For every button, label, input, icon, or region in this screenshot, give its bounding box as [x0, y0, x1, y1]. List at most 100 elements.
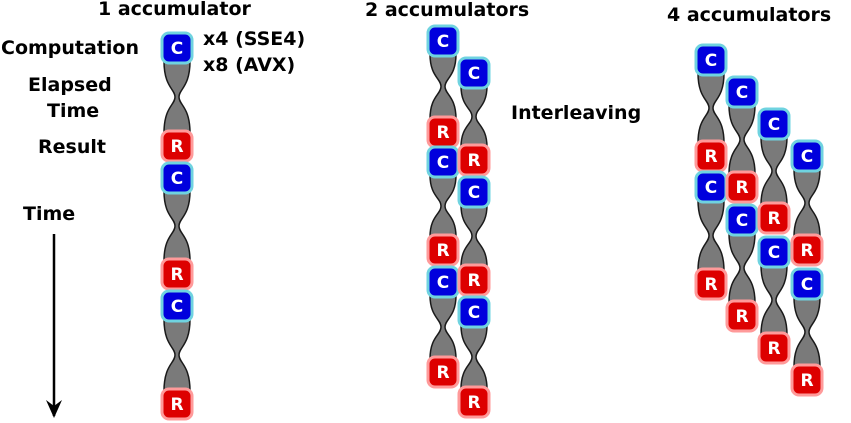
computation-box — [757, 235, 791, 269]
result-letter: R — [170, 265, 183, 285]
computation-letter: C — [171, 39, 183, 59]
col-2b-computation-box-0: C — [457, 56, 491, 90]
col-4d-computation-box-2: C — [790, 267, 824, 301]
col-1-result-box-3: R — [160, 257, 194, 291]
col-4c-connector-0 — [760, 136, 788, 206]
computation-letter: C — [736, 211, 748, 231]
result-box — [457, 143, 491, 177]
title-1-accumulator: 1 accumulator — [98, 0, 251, 20]
computation-box — [160, 31, 194, 65]
col-4d-result-box-3: R — [790, 363, 824, 397]
result-letter: R — [170, 395, 183, 415]
result-letter: R — [436, 241, 449, 261]
col-4a-computation-box-0: C — [694, 43, 728, 77]
col-2a-connector-4 — [429, 294, 457, 360]
col-4c-result-box-1: R — [757, 201, 791, 235]
col-2b-result-box-3: R — [457, 263, 491, 297]
computation-letter: C — [736, 83, 748, 103]
result-letter: R — [800, 371, 813, 391]
result-letter: R — [436, 123, 449, 143]
result-letter: R — [467, 393, 480, 413]
label-result: Result — [38, 136, 106, 158]
col-4a-result-box-1: R — [694, 139, 728, 173]
col-2b-result-box-5: R — [457, 385, 491, 419]
time-arrow-head — [46, 400, 62, 418]
title-4-accumulators: 4 accumulators — [667, 4, 832, 26]
col-2a-computation-box-4: C — [426, 265, 460, 299]
result-box — [694, 267, 728, 301]
col-1-computation-box-0: C — [160, 31, 194, 65]
title-2-accumulators: 2 accumulators — [365, 0, 530, 21]
col-4b-computation-box-2: C — [725, 203, 759, 237]
col-1-result-box-5: R — [160, 387, 194, 421]
result-letter: R — [704, 275, 717, 295]
col-2a-computation-box-0: C — [426, 24, 460, 58]
result-letter: R — [467, 271, 480, 291]
col-2b-connector-0 — [460, 85, 488, 148]
result-box — [790, 233, 824, 267]
label-computation: Computation — [1, 37, 140, 59]
computation-box — [160, 161, 194, 195]
col-4a-result-box-3: R — [694, 267, 728, 301]
computation-box — [694, 43, 728, 77]
col-4a-connector-2 — [697, 199, 725, 272]
result-box — [790, 363, 824, 397]
result-box — [757, 331, 791, 365]
result-letter: R — [767, 339, 780, 359]
col-4c-computation-box-2: C — [757, 235, 791, 269]
computation-box — [790, 139, 824, 173]
col-4b-result-box-3: R — [725, 299, 759, 333]
col-4b-result-box-1: R — [725, 170, 759, 204]
computation-box — [457, 56, 491, 90]
col-4a-computation-box-2: C — [694, 170, 728, 204]
computation-letter: C — [468, 64, 480, 84]
col-2a-result-box-1: R — [426, 115, 460, 149]
col-4d-connector-2 — [793, 296, 821, 368]
label-interleaving: Interleaving — [511, 102, 642, 124]
label-sse4: x4 (SSE4) — [203, 28, 306, 50]
result-box — [457, 263, 491, 297]
col-4b-connector-2 — [728, 232, 756, 304]
computation-box — [160, 289, 194, 323]
result-letter: R — [467, 151, 480, 171]
result-letter: R — [436, 363, 449, 383]
col-1-computation-box-2: C — [160, 161, 194, 195]
computation-letter: C — [705, 51, 717, 71]
result-box — [457, 385, 491, 419]
col-4b-connector-0 — [728, 104, 756, 175]
computation-letter: C — [437, 153, 449, 173]
computation-letter: C — [437, 273, 449, 293]
col-2b-computation-box-2: C — [457, 175, 491, 209]
col-2a-connector-2 — [429, 174, 457, 238]
col-2a-connector-0 — [429, 53, 457, 120]
label-avx: x8 (AVX) — [203, 54, 296, 76]
result-box — [725, 170, 759, 204]
result-letter: R — [735, 307, 748, 327]
result-box — [160, 257, 194, 291]
col-1-result-box-1: R — [160, 129, 194, 163]
computation-letter: C — [801, 147, 813, 167]
col-1-connector-4 — [163, 318, 191, 392]
col-1-computation-box-4: C — [160, 289, 194, 323]
col-4a-connector-0 — [697, 72, 725, 144]
result-letter: R — [170, 137, 183, 157]
result-box — [757, 201, 791, 235]
computation-box — [457, 175, 491, 209]
col-4b-computation-box-0: C — [725, 75, 759, 109]
computation-box — [757, 107, 791, 141]
label-time: Time — [23, 203, 76, 225]
result-box — [160, 129, 194, 163]
computation-box — [790, 267, 824, 301]
col-4c-connector-2 — [760, 264, 788, 336]
computation-letter: C — [705, 178, 717, 198]
col-4d-computation-box-0: C — [790, 139, 824, 173]
col-2a-result-box-3: R — [426, 233, 460, 267]
label-elapsed: Elapsed — [28, 74, 112, 96]
computation-letter: C — [468, 183, 480, 203]
result-box — [160, 387, 194, 421]
result-box — [426, 355, 460, 389]
computation-letter: C — [437, 32, 449, 52]
computation-letter: C — [768, 243, 780, 263]
result-letter: R — [767, 209, 780, 229]
